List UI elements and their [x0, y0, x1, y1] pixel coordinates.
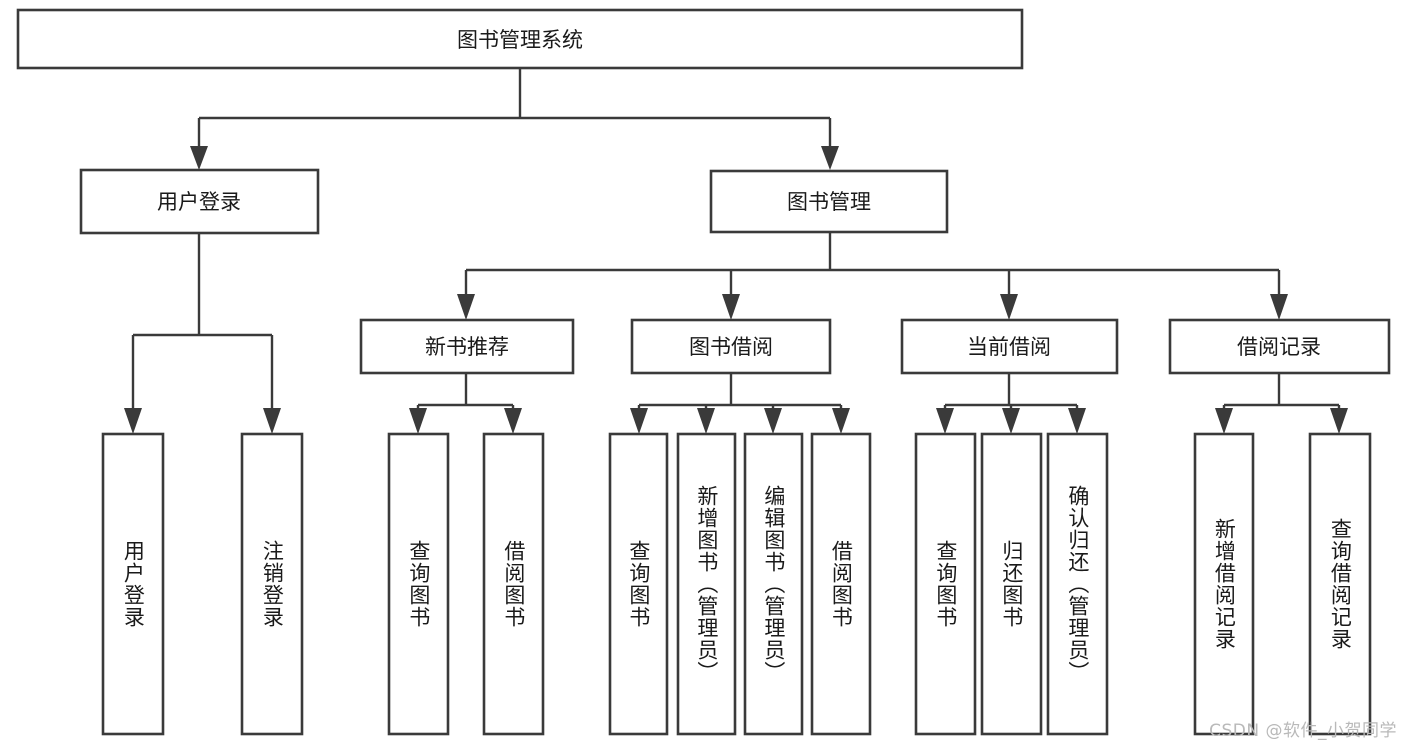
arrowhead-user-login: [190, 146, 208, 170]
leaf-add-book-box[interactable]: [676, 432, 737, 736]
arrowhead-leaf-user-login: [124, 408, 142, 434]
arrowhead-leaf-query-book-2: [630, 408, 648, 434]
leaf-query-book-3-box[interactable]: [914, 432, 977, 736]
leaf-add-record-box[interactable]: [1193, 432, 1255, 736]
nodes-layer: 图书管理系统 用户登录 图书管理 新书推荐 图书借阅 当前借阅 借阅记录: [16, 8, 1391, 736]
node-current-borrow-box[interactable]: [900, 318, 1119, 375]
node-root-box[interactable]: [16, 8, 1024, 70]
arrowhead-leaf-add-book: [697, 408, 715, 434]
arrowhead-leaf-confirm-return: [1068, 408, 1086, 434]
leaf-user-logout-box[interactable]: [240, 432, 304, 736]
leaf-edit-book-box[interactable]: [743, 432, 804, 736]
arrowhead-new-book-recommend: [457, 294, 475, 320]
arrowhead-leaf-borrow-book-1: [504, 408, 522, 434]
node-book-borrow-box[interactable]: [630, 318, 832, 375]
leaf-user-login-box[interactable]: [101, 432, 165, 736]
node-user-login-label: 用户登录: [157, 190, 241, 214]
arrowhead-leaf-borrow-book-2: [832, 408, 850, 434]
edges-layer: [124, 68, 1348, 434]
node-new-book-recommend-label: 新书推荐: [425, 335, 509, 359]
arrowhead-leaf-return-book: [1002, 408, 1020, 434]
node-user-login-box[interactable]: [79, 168, 320, 235]
arrowhead-current-borrow: [1000, 294, 1018, 320]
leaf-query-book-1-box[interactable]: [387, 432, 450, 736]
leaf-return-book-box[interactable]: [980, 432, 1043, 736]
node-book-borrow-label: 图书借阅: [689, 335, 773, 359]
arrowhead-book-borrow: [722, 294, 740, 320]
arrowhead-leaf-user-logout: [263, 408, 281, 434]
node-book-manage-label: 图书管理: [787, 190, 871, 214]
leaf-borrow-book-1-box[interactable]: [482, 432, 545, 736]
leaf-confirm-return-box[interactable]: [1046, 432, 1109, 736]
leaf-query-record-box[interactable]: [1308, 432, 1372, 736]
arrowhead-leaf-query-book-1: [409, 408, 427, 434]
node-borrow-record-box[interactable]: [1168, 318, 1391, 375]
arrowhead-leaf-edit-book: [764, 408, 782, 434]
node-root-label: 图书管理系统: [457, 28, 583, 52]
node-new-book-recommend-box[interactable]: [359, 318, 575, 375]
watermark-text: CSDN @软件_小贺同学: [1209, 721, 1397, 741]
arrowhead-borrow-record: [1270, 294, 1288, 320]
node-borrow-record-label: 借阅记录: [1237, 335, 1321, 359]
leaf-borrow-book-2-box[interactable]: [810, 432, 872, 736]
node-book-manage-box[interactable]: [709, 169, 949, 234]
arrowhead-leaf-query-book-3: [936, 408, 954, 434]
arrowhead-leaf-add-record: [1215, 408, 1233, 434]
arrowhead-book-manage: [821, 146, 839, 170]
node-current-borrow-label: 当前借阅: [967, 335, 1051, 359]
arrowhead-leaf-query-record: [1330, 408, 1348, 434]
leaf-query-book-2-box[interactable]: [608, 432, 669, 736]
